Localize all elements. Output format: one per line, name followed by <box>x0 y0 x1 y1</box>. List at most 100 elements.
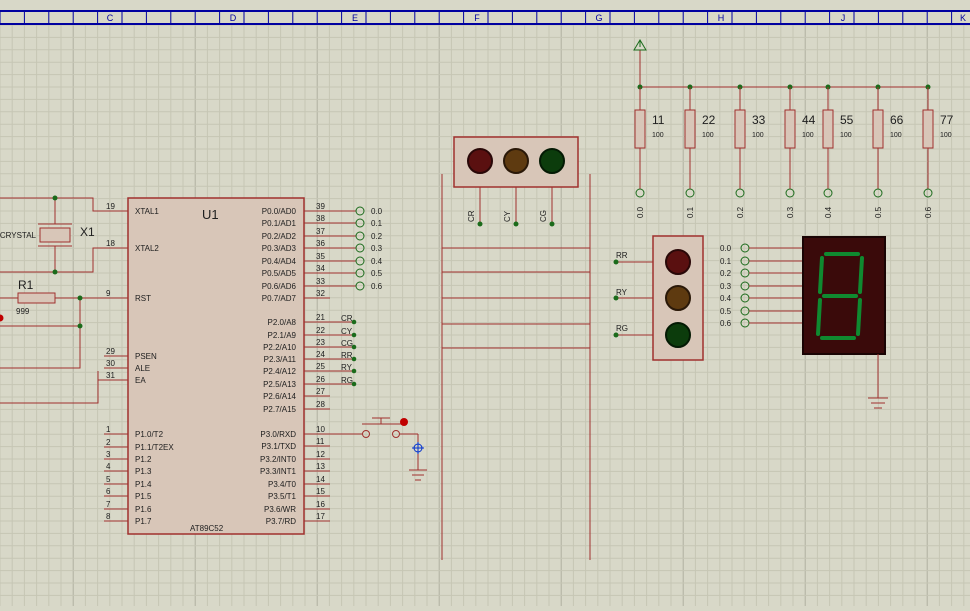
reset-resistor-r1[interactable]: R1 999 <box>16 278 56 316</box>
p0-terminal-4[interactable]: 0.4 <box>330 256 383 266</box>
pin-name: P2.7/A15 <box>263 405 296 414</box>
resistor-ref: 33 <box>752 113 766 127</box>
p0-terminal-6[interactable]: 0.6 <box>330 281 383 291</box>
pin-name: P0.5/AD5 <box>262 269 297 278</box>
bus-lines <box>441 174 591 560</box>
traffic-light-road[interactable]: RR RY RG <box>613 235 704 361</box>
resistor-value: 100 <box>890 132 902 139</box>
p2-net-cr[interactable]: CR <box>330 314 357 325</box>
resistor-terminal-label: 0.5 <box>874 206 883 218</box>
chip-pin-2[interactable]: 2P1.1/T2EX <box>104 438 174 452</box>
pin-number: 27 <box>316 387 325 396</box>
clock-reset-circuit[interactable] <box>0 197 128 404</box>
pin-number: 25 <box>316 362 325 371</box>
pin-name: P3.7/RD <box>266 517 296 526</box>
seg-input-0[interactable]: 0.0 <box>720 243 803 253</box>
chip-pin-7[interactable]: 7P1.6 <box>104 500 152 514</box>
p2-net-cy[interactable]: CY <box>330 327 357 338</box>
pin-name: P1.1/T2EX <box>135 443 174 452</box>
push-button[interactable] <box>304 417 427 481</box>
p2-net-rg[interactable]: RG <box>330 376 357 387</box>
car-cy-label: CY <box>503 210 512 222</box>
seg-input-3[interactable]: 0.3 <box>720 281 803 291</box>
microcontroller-u1[interactable]: U1 AT89C52 19XTAL118XTAL29RST29PSEN30ALE… <box>104 197 330 535</box>
seg-input-4[interactable]: 0.4 <box>720 293 803 303</box>
p0-terminal-5[interactable]: 0.5 <box>330 268 383 278</box>
p2-net-ry[interactable]: RY <box>330 363 357 374</box>
p0-terminal-2[interactable]: 0.2 <box>330 231 383 241</box>
p2-net-cg[interactable]: CG <box>330 339 357 350</box>
pin-number: 15 <box>316 487 325 496</box>
seven-segment-display[interactable]: 0.0 0.1 0.2 0.3 0.4 0.5 0.6 <box>720 236 888 409</box>
chip-pin-4[interactable]: 4P1.3 <box>104 462 152 476</box>
p0-terminals[interactable]: 0.0 0.1 0.2 0.3 0.4 0.5 0.6 <box>330 206 383 291</box>
crystal-x1[interactable]: X1 CRYSTAL <box>0 220 95 250</box>
chip-body[interactable] <box>127 197 305 535</box>
chip-pin-1[interactable]: 1P1.0/T2 <box>104 425 164 439</box>
pin-name: P3.5/T1 <box>268 492 297 501</box>
resistor-ref: 22 <box>702 113 716 127</box>
pin-number: 13 <box>316 462 325 471</box>
chip-pin-5[interactable]: 5P1.4 <box>104 475 152 489</box>
seg-input-1[interactable]: 0.1 <box>720 256 803 266</box>
pin-name: P3.3/INT1 <box>260 467 297 476</box>
seg-input-2[interactable]: 0.2 <box>720 268 803 278</box>
p0-terminal-1[interactable]: 0.1 <box>330 218 383 228</box>
p0-terminal-label: 0.6 <box>371 282 383 291</box>
road-ry-label: RY <box>616 288 628 297</box>
p0-terminal-0[interactable]: 0.0 <box>330 206 383 216</box>
seg-input-label: 0.2 <box>720 269 732 278</box>
pin-number: 23 <box>316 338 325 347</box>
pin-number: 22 <box>316 326 325 335</box>
seg-input-label: 0.3 <box>720 282 732 291</box>
p0-terminal-3[interactable]: 0.3 <box>330 243 383 253</box>
seg-input-6[interactable]: 0.6 <box>720 318 803 328</box>
resistor-value: 100 <box>840 132 852 139</box>
chip-pin-3[interactable]: 3P1.2 <box>104 450 152 464</box>
chip-pin-6[interactable]: 6P1.5 <box>104 487 152 501</box>
p2-net-rr[interactable]: RR <box>330 351 357 362</box>
pin-number: 31 <box>106 371 115 380</box>
resistor-ref: 11 <box>652 113 665 127</box>
traffic-light-car[interactable]: CR CY CG <box>453 136 579 227</box>
chip-pin-8[interactable]: 8P1.7 <box>104 512 152 526</box>
road-rr-label: RR <box>616 251 628 260</box>
seg-input-5[interactable]: 0.5 <box>720 306 803 316</box>
